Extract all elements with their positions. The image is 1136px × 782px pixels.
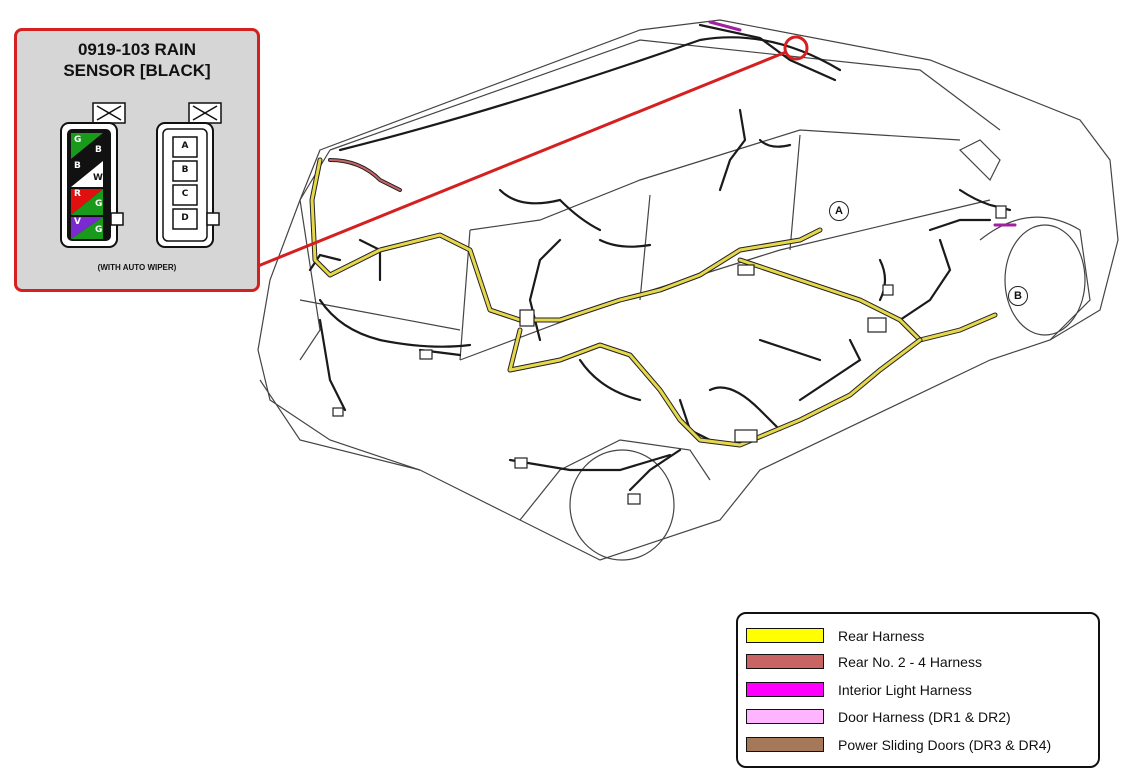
legend-swatch-power-sliding-doors (746, 737, 824, 752)
callout-leader-line (257, 50, 787, 268)
legend-label-door-harness: Door Harness (DR1 & DR2) (838, 709, 1011, 725)
connector-faces (60, 102, 222, 248)
cavity-a-label: A (181, 141, 189, 151)
legend-swatch-rear-no2-harness (746, 654, 824, 669)
legend-item-rear-harness: Rear Harness (746, 626, 1096, 646)
harness-legend: Rear Harness Rear No. 2 - 4 Harness Inte… (736, 612, 1100, 768)
rain-sensor-callout: 0919-103 RAIN SENSOR [BLACK] (14, 28, 260, 292)
rear-harness-wires (309, 157, 998, 448)
pin1-left-color: G (74, 135, 82, 145)
legend-label-rear-no2-harness: Rear No. 2 - 4 Harness (838, 654, 982, 670)
callout-caption: (WITH AUTO WIPER) (97, 263, 177, 272)
legend-swatch-door-harness (746, 709, 824, 724)
pin4-right-color: G (95, 225, 103, 235)
pin3-left-color: R (74, 189, 81, 199)
pin1-right-color: B (95, 145, 102, 155)
legend-item-interior-light-harness: Interior Light Harness (746, 680, 1096, 700)
pin4-left-color: V (74, 217, 81, 227)
pin2-left-color: B (74, 161, 81, 171)
vehicle-body (257, 19, 1119, 561)
callout-title: 0919-103 RAIN SENSOR [BLACK] (17, 39, 257, 81)
legend-swatch-interior-light-harness (746, 682, 824, 697)
dark-wires (308, 23, 1012, 492)
marker-b: B (1008, 286, 1028, 306)
cavity-c-label: C (181, 189, 189, 199)
rain-sensor-location-circle (783, 35, 809, 61)
connector-blocks (332, 205, 1007, 505)
legend-item-rear-no2-harness: Rear No. 2 - 4 Harness (746, 652, 1096, 672)
cavity-b-label: B (181, 165, 189, 175)
legend-label-interior-light-harness: Interior Light Harness (838, 682, 972, 698)
marker-a: A (829, 201, 849, 221)
legend-label-rear-harness: Rear Harness (838, 628, 925, 644)
cavity-d-label: D (181, 213, 189, 223)
callout-title-line2: SENSOR [BLACK] (63, 61, 211, 80)
legend-item-power-sliding-doors: Power Sliding Doors (DR3 & DR4) (746, 735, 1096, 755)
pin3-right-color: G (95, 199, 103, 209)
pin2-right-color: W (93, 173, 103, 183)
legend-item-door-harness: Door Harness (DR1 & DR2) (746, 707, 1096, 727)
callout-title-line1: 0919-103 RAIN (77, 40, 197, 59)
legend-label-power-sliding-doors: Power Sliding Doors (DR3 & DR4) (838, 737, 1052, 753)
legend-swatch-rear-harness (746, 628, 824, 643)
rear-no2-harness-wires (328, 20, 1017, 227)
